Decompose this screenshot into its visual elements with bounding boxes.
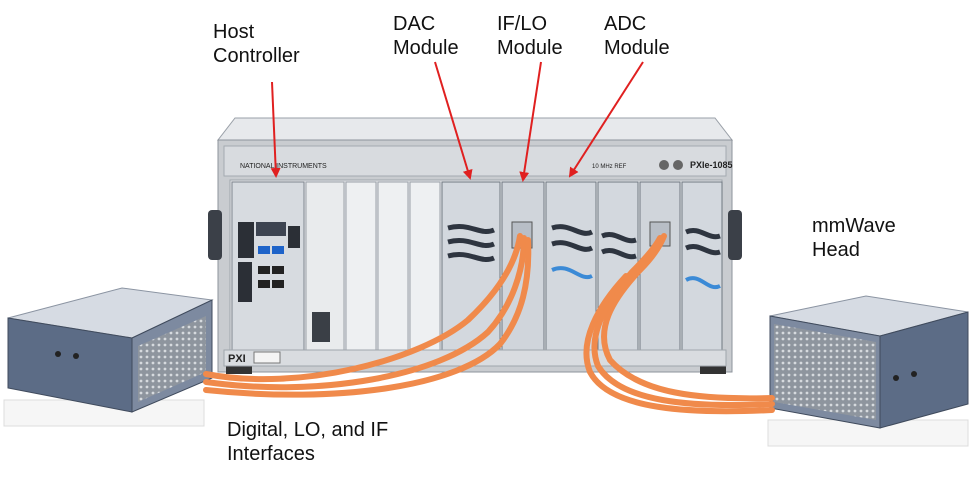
cables	[203, 233, 775, 415]
mmwave-head-label: mmWave Head	[812, 215, 896, 261]
mmwave-head-left	[3, 287, 214, 427]
host-arrow	[270, 81, 281, 178]
adc-module-label: ADC Module	[604, 13, 670, 59]
chassis-clock-label: 10 MHz REF	[592, 164, 627, 170]
callout-arrows	[270, 61, 644, 182]
dac-module-label: DAC Module	[393, 13, 459, 59]
chassis-brand: NATIONAL INSTRUMENTS	[240, 163, 327, 170]
host-controller	[231, 181, 305, 351]
host-controller-label: Host Controller	[213, 21, 300, 67]
dac-arrow	[434, 61, 473, 180]
pxi-logo: PXI	[228, 353, 246, 365]
adc-arrow	[568, 61, 644, 178]
dac-module	[441, 181, 501, 351]
iflo-module-label: IF/LO Module	[497, 13, 563, 59]
mmwave-head-right	[767, 295, 969, 447]
adc-module	[545, 181, 597, 351]
interfaces-label: Digital, LO, and IF Interfaces	[227, 419, 389, 465]
iflo-arrow	[519, 61, 542, 182]
chassis-model: PXIe-1085	[690, 160, 733, 170]
